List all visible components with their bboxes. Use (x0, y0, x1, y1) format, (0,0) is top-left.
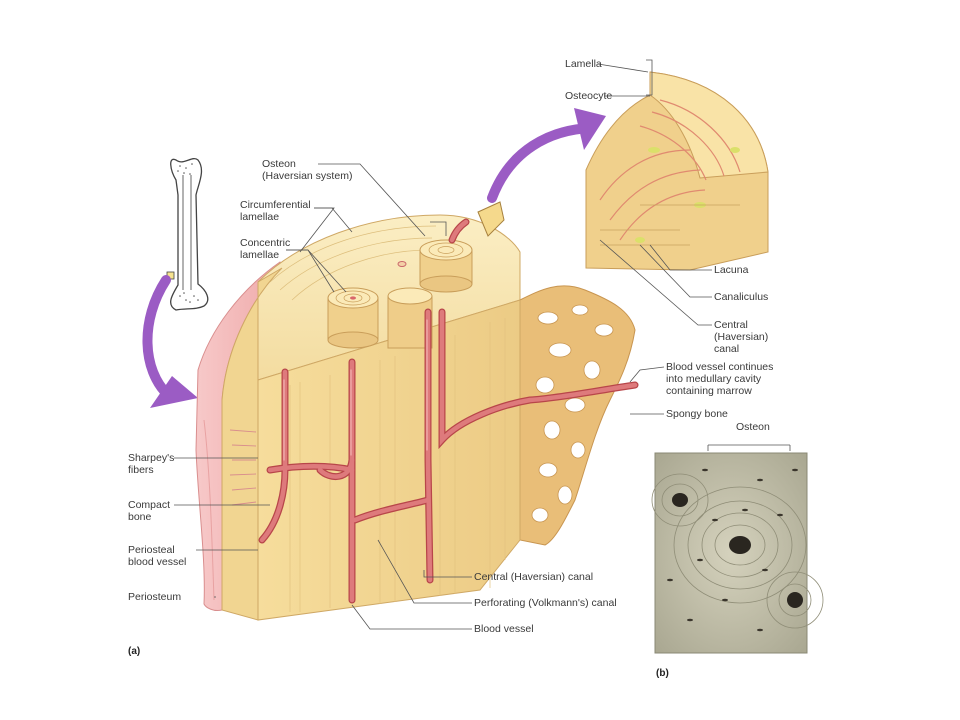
canaliculus-label: Canaliculus (714, 291, 769, 303)
blood-vessels (258, 218, 639, 604)
concentric-line2: lamellae (240, 249, 280, 261)
continues-line3: containing marrow (666, 385, 752, 397)
wedge-sample (477, 201, 505, 237)
panel-a-label: (a) (128, 646, 141, 657)
central-haversian-canal-inset-label: Central (Haversian) canal (714, 319, 768, 355)
osteon-cylinder-left (327, 287, 379, 349)
circumferential-line2: lamellae (240, 211, 280, 223)
circumferential-line1: Circumferential (240, 199, 311, 211)
osteon-cylinder-right (419, 239, 473, 293)
compact-bone-block (195, 201, 639, 621)
central-canal-label: Central (Haversian) canal (474, 571, 594, 583)
osteocyte-label: Osteocyte (565, 90, 613, 102)
magnify-arrow-left (142, 275, 198, 408)
continues-line2: into medullary cavity (666, 373, 762, 385)
continues-line1: Blood vessel continues (666, 361, 774, 373)
spongy-bone-label: Spongy bone (666, 408, 728, 420)
periosteal-line1: Periosteal (128, 544, 175, 556)
osteon-label: Osteon (Haversian system) (262, 158, 352, 182)
long-bone-icon (166, 158, 209, 311)
lamella-label: Lamella (565, 58, 602, 70)
sharpeys-line2: fibers (128, 464, 154, 476)
central-inset-line2: (Haversian) (714, 331, 769, 343)
osteon-label-line1: Osteon (262, 158, 296, 170)
osteon-label-line2: (Haversian system) (262, 170, 353, 182)
concentric-line1: Concentric (240, 237, 291, 249)
osteon-micrograph-label: Osteon (736, 421, 770, 433)
concentric-lamellae-label: Concentric lamellae (240, 237, 290, 261)
sharpeys-line1: Sharpey's (128, 452, 175, 464)
blood-vessel-continues-label: Blood vessel continues into medullary ca… (666, 361, 773, 397)
panel-b-label: (b) (656, 668, 669, 679)
central-inset-line1: Central (714, 319, 748, 331)
compact-line2: bone (128, 511, 152, 523)
magnify-arrow-right (487, 108, 606, 203)
periosteal-line2: blood vessel (128, 556, 187, 568)
periosteal-blood-vessel-label: Periosteal blood vessel (128, 544, 186, 568)
central-inset-line3: canal (714, 343, 740, 355)
compact-bone-label: Compact bone (128, 499, 170, 523)
leader-lines (174, 59, 791, 630)
osteon-micrograph (651, 452, 824, 654)
circumferential-lamellae-label: Circumferential lamellae (240, 199, 311, 223)
lacuna-label: Lacuna (714, 264, 749, 276)
spongy-bone (519, 285, 636, 546)
lamellae-inset (585, 71, 769, 271)
sharpeys-fibers (229, 429, 257, 506)
compact-line1: Compact (128, 499, 171, 511)
periosteum-label: Periosteum (128, 591, 182, 603)
sharpeys-fibers-label: Sharpey's fibers (128, 452, 174, 476)
perforating-canal-label: Perforating (Volkmann's) canal (474, 597, 617, 609)
blood-vessel-label: Blood vessel (474, 623, 534, 635)
